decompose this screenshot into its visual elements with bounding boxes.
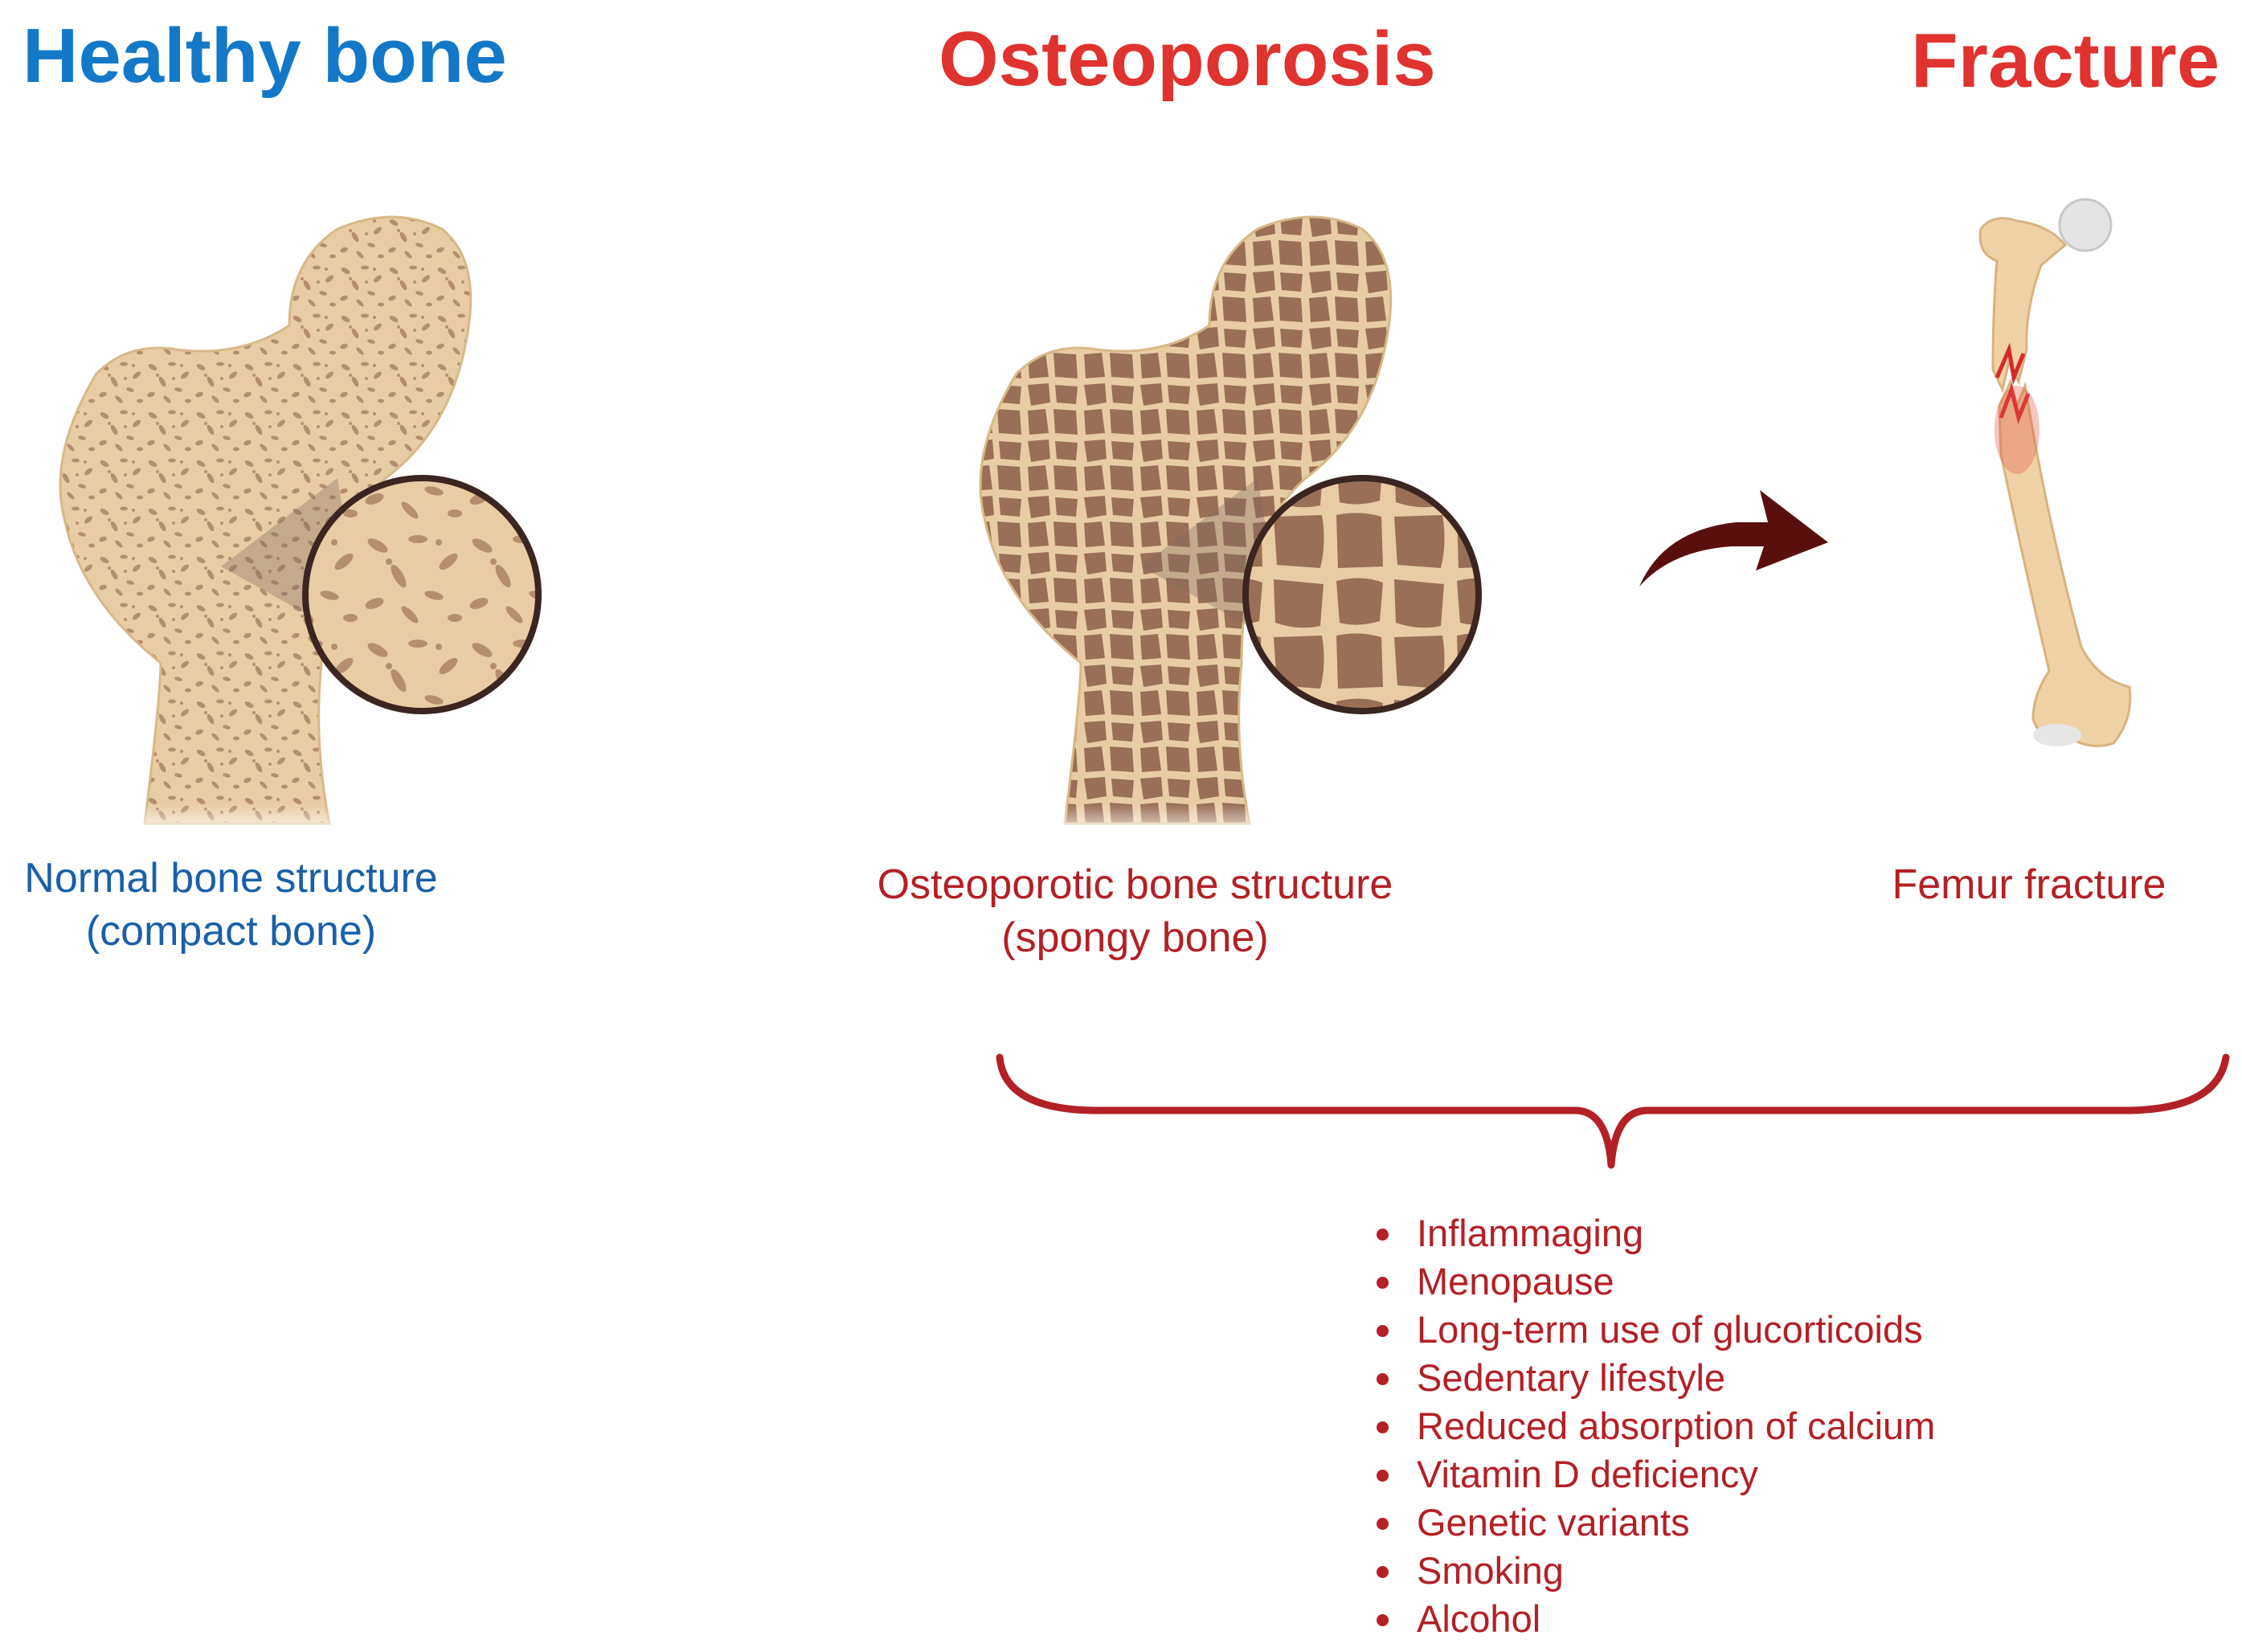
healthy-femur-illustration [48, 215, 611, 840]
osteoporotic-caption: Osteoporotic bone structure (spongy bone… [840, 858, 1430, 964]
fracture-caption-line1: Femur fracture [1892, 861, 2166, 908]
list-item: Long-term use of glucorticoids [1370, 1306, 1935, 1354]
list-item: Reduced absorption of calcium [1370, 1402, 1935, 1450]
heading-healthy-bone: Healthy bone [23, 13, 507, 99]
list-item: Smoking [1370, 1547, 1935, 1595]
osteoporotic-caption-line1: Osteoporotic bone structure [877, 861, 1393, 908]
healthy-caption-line1: Normal bone structure [24, 855, 438, 902]
risk-factor-list: Inflammaging Menopause Long-term use of … [1370, 1209, 1935, 1643]
osteoporotic-zoom-circle [1242, 475, 1482, 714]
healthy-caption-line2: (compact bone) [85, 908, 377, 955]
list-item: Menopause [1370, 1257, 1935, 1306]
list-item: Genetic variants [1370, 1499, 1935, 1547]
list-item: Alcohol [1370, 1595, 1935, 1643]
list-item: Inflammaging [1370, 1209, 1935, 1257]
list-item: Sedentary lifestyle [1370, 1354, 1935, 1402]
heading-fracture: Fracture [1911, 18, 2220, 104]
femur-lower-fragment [1998, 378, 2132, 747]
osteoporotic-femur-illustration [968, 215, 1531, 840]
healthy-caption: Normal bone structure (compact bone) [0, 852, 462, 958]
heading-osteoporosis: Osteoporosis [939, 16, 1436, 102]
femur-upper-fragment [1978, 217, 2068, 394]
osteoporotic-caption-line2: (spongy bone) [1001, 914, 1269, 961]
curly-brace [996, 1053, 2230, 1169]
list-item: Vitamin D deficiency [1370, 1450, 1935, 1499]
healthy-zoom-circle [302, 475, 542, 714]
curved-arrow-icon [1639, 490, 1828, 587]
fractured-femur-illustration [1978, 198, 2132, 747]
femoral-head [2058, 198, 2113, 252]
femur-condyle [2033, 724, 2081, 746]
fracture-caption: Femur fracture [1848, 858, 2210, 911]
